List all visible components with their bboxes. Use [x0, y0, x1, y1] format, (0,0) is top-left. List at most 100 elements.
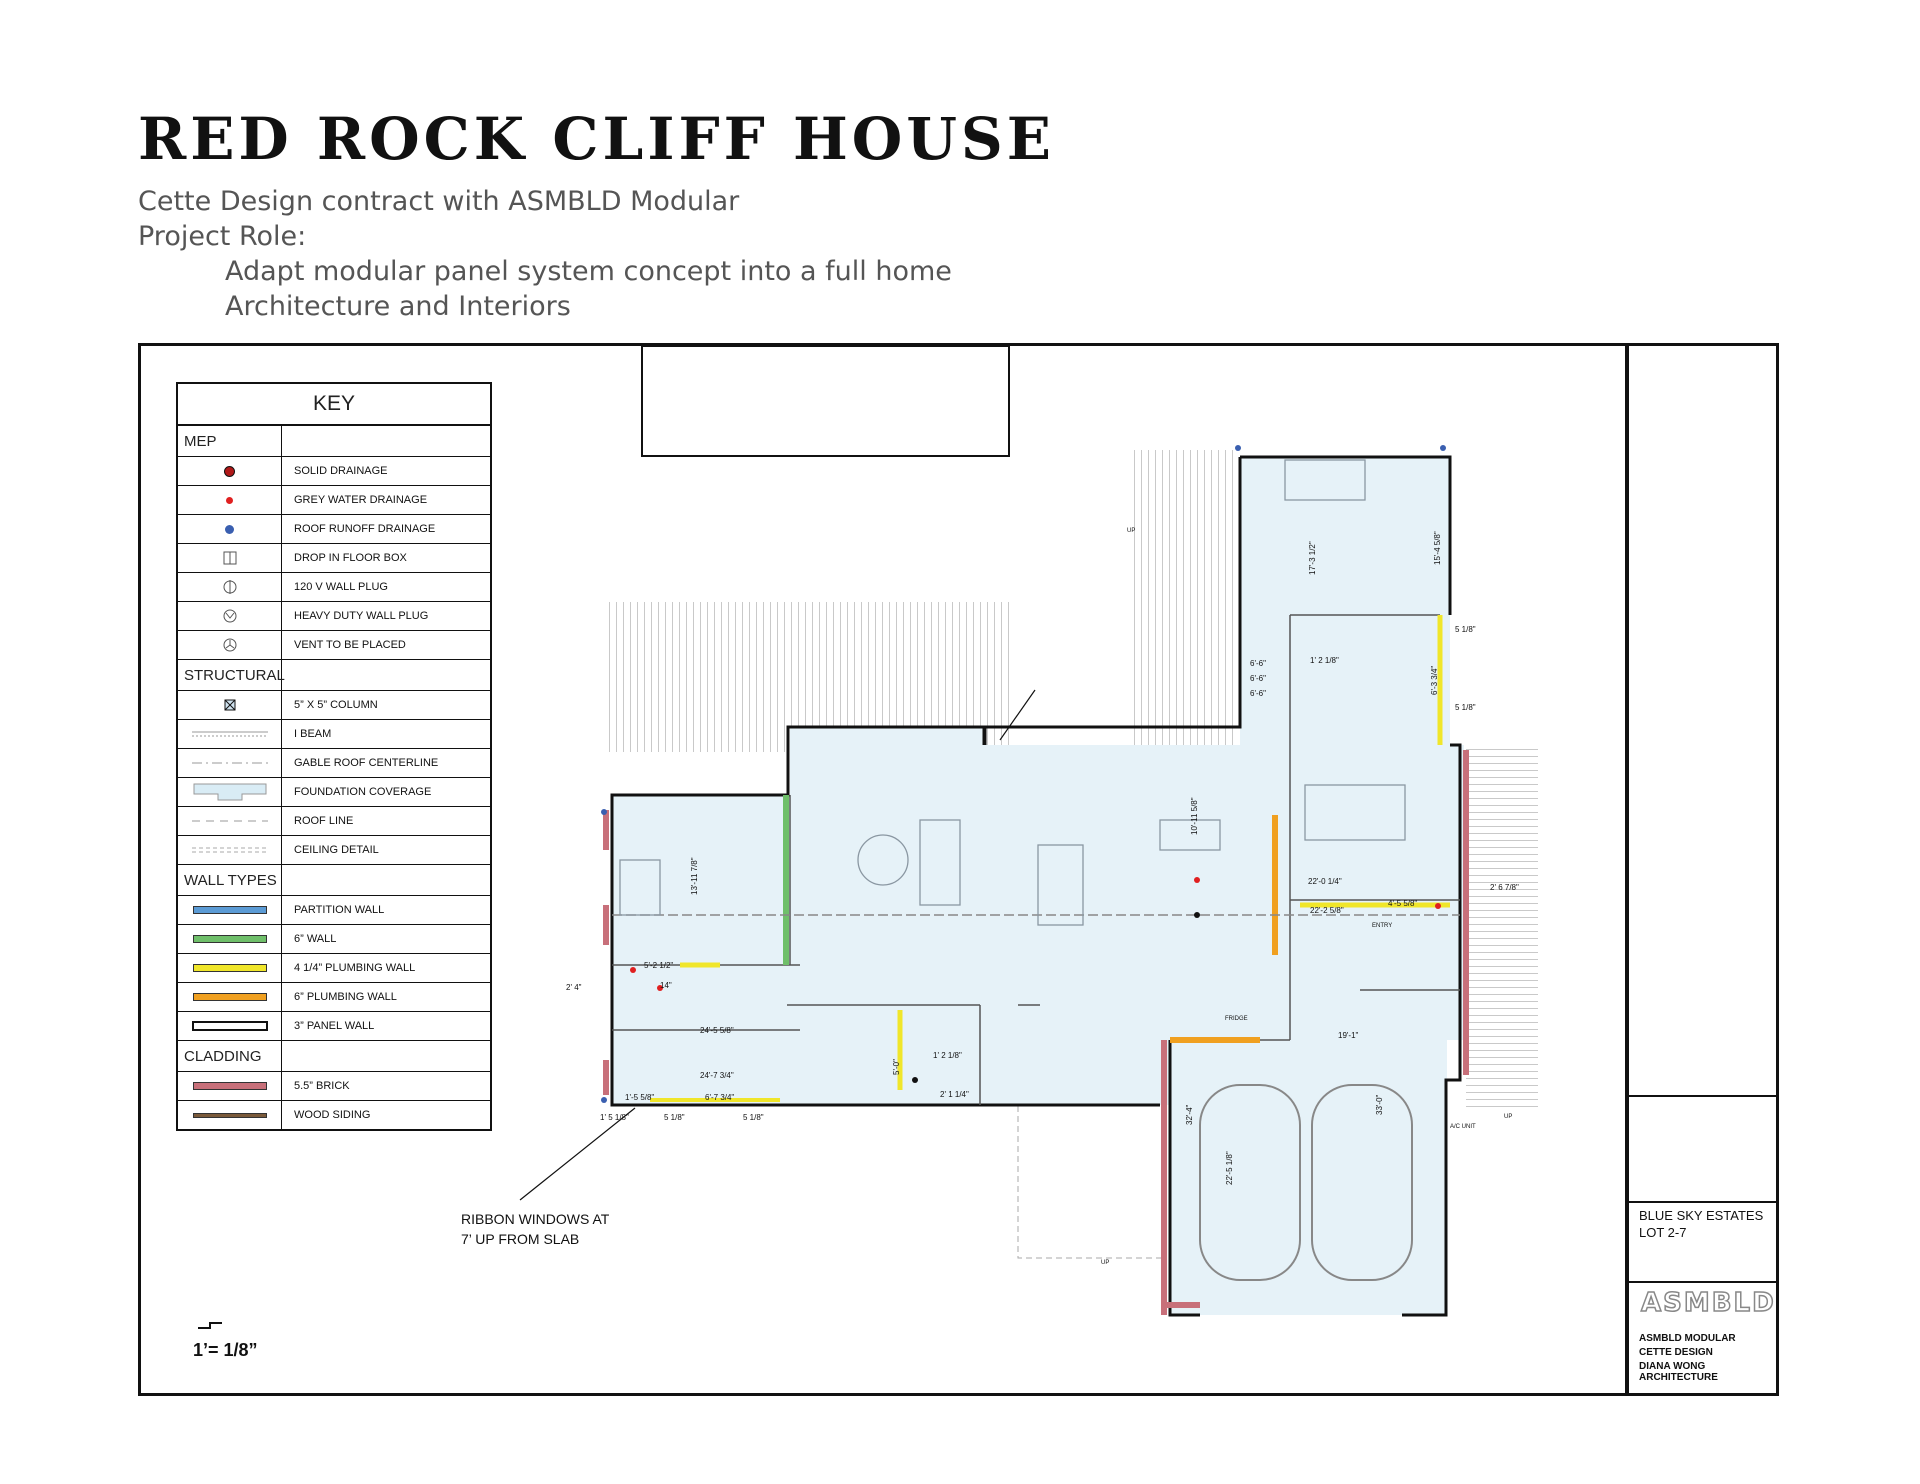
dim-label: 24'-7 3/4"	[700, 1071, 734, 1080]
plan-label: A/C UNIT	[1450, 1124, 1476, 1130]
brick-swatch	[192, 1082, 267, 1090]
floor-box-icon	[223, 551, 236, 565]
column-icon	[224, 699, 235, 711]
key-row: 5.5” BRICK	[178, 1072, 490, 1101]
title-block: BLUE SKY ESTATES LOT 2-7 ASMBLD ASMBLD M…	[1625, 343, 1779, 1396]
dim-label: 5 1/8"	[1455, 703, 1476, 712]
key-row: DROP IN FLOOR BOX	[178, 544, 490, 573]
plumbing-wall-swatch	[192, 964, 267, 972]
credit-line: CETTE DESIGN	[1639, 1347, 1713, 1358]
key-row: 3” PANEL WALL	[178, 1012, 490, 1041]
partition-wall-swatch	[192, 906, 267, 914]
dim-label: 6'-7 3/4"	[705, 1093, 734, 1102]
dim-label: 1' 2 1/8"	[1310, 656, 1339, 665]
dim-label: 1'-5 5/8"	[625, 1093, 654, 1102]
dim-label: 32'-4"	[1185, 1104, 1194, 1125]
dim-label: 22'-2 5/8"	[1310, 906, 1344, 915]
roof-line-icon	[191, 820, 268, 822]
vent-icon	[223, 638, 236, 652]
six-inch-plumbing-swatch	[192, 993, 267, 1001]
dim-label: 10'-11 5/8"	[1190, 797, 1199, 835]
dim-label: 2' 1 1/4"	[940, 1090, 969, 1099]
key-row: FOUNDATION COVERAGE	[178, 778, 490, 807]
dim-label: 24'-5 5/8"	[700, 1026, 734, 1035]
plan-label: UP	[1127, 528, 1135, 534]
lot-number: LOT 2-7	[1639, 1225, 1687, 1240]
key-row: 5” X 5” COLUMN	[178, 691, 490, 720]
drawing-sheet	[138, 343, 1779, 1396]
key-title: KEY	[178, 384, 490, 426]
dim-label: 22'-0 1/4"	[1308, 877, 1342, 886]
project-role-line1: Adapt modular panel system concept into …	[225, 256, 952, 287]
key-section-cladding: CLADDING	[178, 1041, 490, 1072]
grey-water-icon	[226, 496, 233, 504]
dim-label: 19'-1"	[1338, 1031, 1359, 1040]
key-row: ROOF RUNOFF DRAINAGE	[178, 515, 490, 544]
dim-label: 14"	[660, 981, 672, 990]
key-row: HEAVY DUTY WALL PLUG	[178, 602, 490, 631]
key-row: 6” WALL	[178, 925, 490, 954]
dim-label: 2' 6 7/8"	[1490, 883, 1519, 892]
dim-label: 6'-6"	[1250, 674, 1266, 683]
dim-label: 5'-2 1/2"	[644, 961, 673, 970]
credit-line: ASMBLD MODULAR	[1639, 1333, 1736, 1344]
key-row: SOLID DRAINAGE	[178, 457, 490, 486]
key-row: GREY WATER DRAINAGE	[178, 486, 490, 515]
key-section-wall-types: WALL TYPES	[178, 865, 490, 896]
key-row: CEILING DETAIL	[178, 836, 490, 865]
dim-label: 5 1/8"	[743, 1113, 764, 1122]
dim-label: 6'-6"	[1250, 689, 1266, 698]
i-beam-icon	[191, 731, 268, 737]
gable-centerline-icon	[191, 762, 268, 764]
plan-label: FRIDGE	[1225, 1016, 1248, 1022]
plan-label: ENTRY	[1372, 923, 1392, 929]
project-name: BLUE SKY ESTATES	[1639, 1208, 1764, 1223]
dim-label: 22'-5 1/8"	[1225, 1151, 1234, 1185]
heavy-plug-icon	[223, 609, 236, 623]
dim-label: 5 1/8"	[664, 1113, 685, 1122]
credit-line: DIANA WONG ARCHITECTURE	[1639, 1361, 1718, 1383]
legend-key: KEY MEP SOLID DRAINAGE GREY WATER DRAINA…	[176, 382, 492, 1131]
dim-label: 33'-0"	[1375, 1094, 1384, 1115]
roof-runoff-icon	[225, 524, 234, 534]
key-section-structural: STRUCTURAL	[178, 660, 490, 691]
key-row: 6” PLUMBING WALL	[178, 983, 490, 1012]
key-row: VENT TO BE PLACED	[178, 631, 490, 660]
dim-label: 6'-6"	[1250, 659, 1266, 668]
dim-label: 4'-5 5/8"	[1388, 899, 1417, 908]
wall-plug-icon	[223, 580, 236, 594]
side-deck	[1466, 748, 1538, 1108]
plan-label: UP	[1101, 1260, 1109, 1266]
scale-label: 1’= 1/8”	[193, 1340, 258, 1360]
upper-deck	[1134, 450, 1234, 752]
dim-label: 1' 2 1/8"	[933, 1051, 962, 1060]
solid-drainage-icon	[224, 465, 235, 477]
plan-label: UP	[1504, 1114, 1512, 1120]
key-row: I BEAM	[178, 720, 490, 749]
dim-label: 5 1/8"	[1455, 625, 1476, 634]
ribbon-windows-note: RIBBON WINDOWS AT 7’ UP FROM SLAB	[461, 1211, 610, 1247]
scale-bar-icon	[198, 1322, 222, 1329]
dim-label: 17'-3 1/2"	[1308, 541, 1317, 575]
dim-label: 2' 4"	[566, 983, 582, 992]
contract-line: Cette Design contract with ASMBLD Modula…	[138, 186, 740, 217]
asmbld-logo: ASMBLD	[1640, 1287, 1776, 1319]
dim-label: 13'-11 7/8"	[690, 857, 699, 895]
key-row: ROOF LINE	[178, 807, 490, 836]
key-row: WOOD SIDING	[178, 1101, 490, 1129]
wood-siding-swatch	[192, 1112, 267, 1118]
key-section-mep: MEP	[178, 426, 490, 457]
page-title: RED ROCK CLIFF HOUSE	[138, 105, 1056, 173]
foundation-icon	[193, 783, 266, 801]
dim-label: 15'-4 5/8"	[1433, 531, 1442, 565]
project-role-line2: Architecture and Interiors	[225, 291, 571, 322]
key-row: PARTITION WALL	[178, 896, 490, 925]
project-role-label: Project Role:	[138, 221, 307, 252]
dim-label: 5'-0"	[892, 1059, 901, 1075]
key-row: GABLE ROOF CENTERLINE	[178, 749, 490, 778]
key-row: 120 V WALL PLUG	[178, 573, 490, 602]
dim-label: 1' 5 1/8"	[600, 1113, 629, 1122]
panel-wall-swatch	[191, 1021, 268, 1031]
key-row: 4 1/4” PLUMBING WALL	[178, 954, 490, 983]
